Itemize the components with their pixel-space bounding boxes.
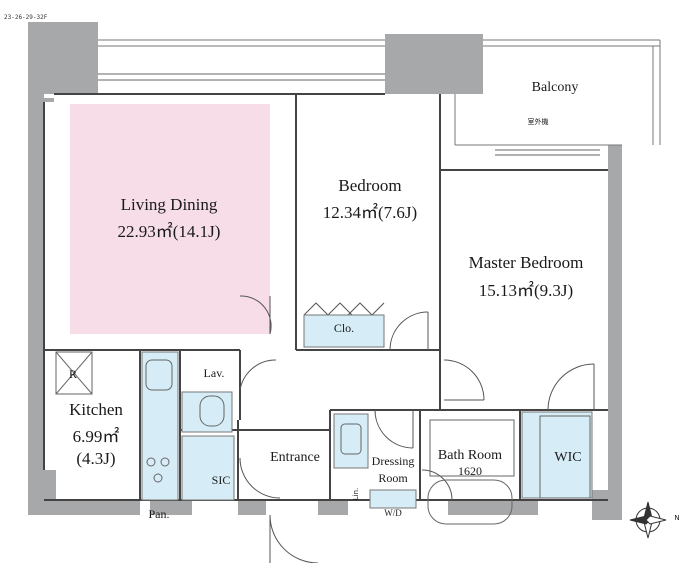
interior-walls [43, 93, 608, 501]
closet-doors [303, 302, 385, 316]
kitchen-area-1: 6.99㎡ [72, 427, 120, 446]
linen-label: Lin. [351, 487, 360, 501]
bath-room-name: Bath Room [437, 448, 503, 463]
wic-label: WIC [554, 450, 582, 465]
kitchen-name: Kitchen [69, 400, 123, 419]
refrigerator-label: R [68, 367, 77, 381]
balcony-name: Balcony [531, 80, 579, 95]
walls [28, 22, 622, 520]
sic-label: SIC [211, 473, 231, 487]
dressing-room-name-2: Room [378, 471, 408, 485]
master-bedroom-name: Master Bedroom [468, 253, 584, 272]
closet-label: Clo. [333, 321, 355, 335]
kitchen-area-2: (4.3J) [76, 449, 116, 468]
living-highlight [70, 104, 270, 334]
balcony-note: 室外機 [527, 118, 549, 126]
living-name: Living Dining [120, 195, 218, 214]
living-area: 22.93㎡(14.1J) [117, 222, 221, 241]
entrance-label: Entrance [270, 450, 320, 465]
plan-code: 23-26-29-32F [4, 14, 48, 21]
north-mark: N [674, 514, 680, 522]
bath-room-size: 1620 [458, 464, 482, 478]
washer-dryer-label: W/D [384, 508, 402, 518]
door-swings [239, 295, 595, 563]
pantry-label: Pan. [148, 507, 170, 521]
fixture-details [55, 351, 591, 525]
balcony-lines [98, 39, 661, 146]
compass-icon [629, 501, 667, 539]
fixtures [141, 314, 593, 509]
bedroom-name: Bedroom [338, 176, 402, 195]
bedroom-area: 12.34㎡(7.6J) [322, 203, 418, 222]
dressing-room-name-1: Dressing [371, 454, 415, 468]
lavatory-label: Lav. [203, 366, 225, 380]
master-bedroom-area: 15.13㎡(9.3J) [478, 281, 574, 300]
